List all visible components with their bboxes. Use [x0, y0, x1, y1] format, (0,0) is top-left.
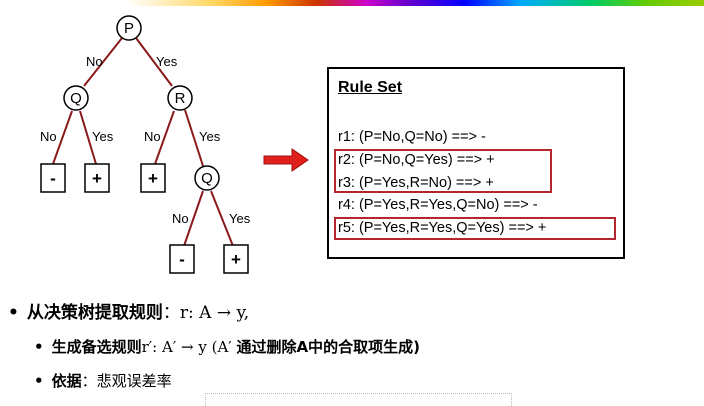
node-q2-label: Q	[201, 170, 213, 187]
edge-label-r-no: No	[144, 129, 161, 144]
tree-node-q: Q	[63, 85, 89, 111]
bullet-sub2-bold: 依据	[51, 372, 82, 390]
edge-label-r-yes: Yes	[199, 129, 221, 144]
edge-r-right	[184, 109, 204, 167]
edge-label-q2-no: No	[172, 211, 189, 226]
node-p-label: P	[124, 20, 134, 37]
leaf-q-no: -	[40, 163, 66, 193]
tree-node-p: P	[116, 15, 142, 41]
leaf-q-yes-label: +	[92, 169, 102, 188]
bullet-sub2: • 依据：悲观误差率	[34, 370, 172, 391]
tree-node-r: R	[167, 85, 193, 111]
bullet-sub1-tail: 通过删除A中的合取项生成)	[236, 338, 420, 356]
bullet-dot: •	[8, 303, 19, 323]
leaf-r-no-label: +	[148, 169, 158, 188]
tree-node-q2: Q	[194, 165, 220, 191]
leaf-q2-no-label: -	[179, 250, 185, 269]
leaf-q-no-label: -	[50, 169, 56, 188]
rule-r1: r1: (P=No,Q=No) ==> -	[338, 129, 486, 145]
node-q-label: Q	[70, 90, 82, 107]
bullet-dot: •	[34, 338, 44, 356]
bullet-sub1: • 生成备选规则r′: A′ → y (A′ 通过删除A中的合取项生成)	[34, 336, 420, 357]
edge-root-right	[135, 37, 173, 87]
bullet-dot: •	[34, 372, 44, 390]
leaf-q2-yes: +	[223, 244, 249, 274]
tree-edges	[52, 37, 234, 247]
edge-q-left	[52, 110, 73, 165]
rule-r4: r4: (P=Yes,R=Yes,Q=No) ==> -	[338, 197, 538, 213]
right-arrow-icon	[263, 148, 309, 172]
edge-q-right	[79, 110, 97, 165]
node-r-label: R	[175, 90, 186, 107]
rule-r5: r5: (P=Yes,R=Yes,Q=Yes) ==> +	[338, 220, 547, 236]
bullet-main-bold: 从决策树提取规则	[26, 303, 163, 323]
rule-set-box: Rule Set r1: (P=No,Q=No) ==> - r2: (P=No…	[327, 67, 625, 259]
decision-tree: P Q R Q No Yes No Yes No Yes No Yes - + …	[40, 15, 251, 274]
edge-label-root-yes: Yes	[156, 54, 178, 69]
slide-top-color-bar	[0, 0, 704, 6]
leaf-q-yes: +	[84, 163, 110, 193]
edge-r-left	[154, 110, 175, 165]
rule-r2: r2: (P=No,Q=Yes) ==> +	[338, 152, 495, 168]
bullet-sub1-bold: 生成备选规则	[51, 338, 142, 356]
edge-label-root-no: No	[86, 54, 103, 69]
bullet-sub1-rest: r′: A′ → y (A′	[141, 338, 237, 356]
leaf-q2-no: -	[169, 244, 195, 274]
bullet-main-rest: ：r: A → y,	[162, 303, 250, 323]
edge-q2-left	[183, 190, 204, 247]
edge-label-q-yes: Yes	[92, 129, 114, 144]
placeholder-outline	[205, 393, 512, 406]
highlight-r5	[334, 217, 616, 240]
edge-label-q2-yes: Yes	[229, 211, 251, 226]
leaf-r-no: +	[140, 163, 166, 193]
rule-set-title: Rule Set	[338, 79, 403, 96]
edge-label-q-no: No	[40, 129, 57, 144]
bullet-main: • 从决策树提取规则：r: A → y,	[8, 298, 249, 323]
edge-root-left	[83, 37, 123, 87]
edge-q2-right	[210, 190, 234, 247]
rule-r3: r3: (P=Yes,R=No) ==> +	[338, 175, 494, 191]
leaf-q2-yes-label: +	[231, 250, 241, 269]
highlight-r2-r3	[334, 149, 552, 193]
bullet-sub2-rest: ：悲观误差率	[81, 372, 172, 390]
